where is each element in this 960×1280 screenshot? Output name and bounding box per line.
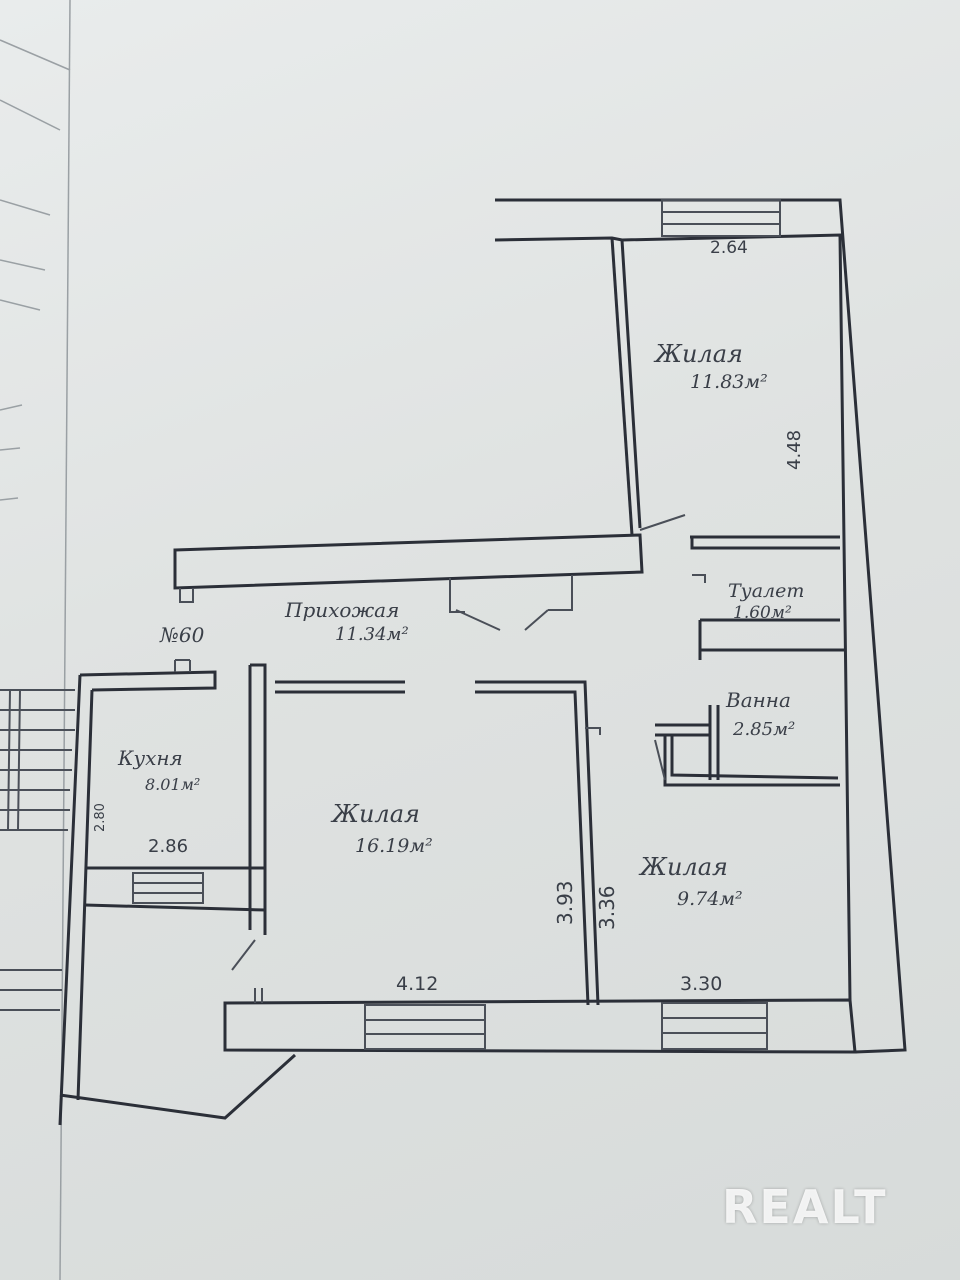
room-area: 2.85м² xyxy=(732,719,795,740)
room-name: Жилая xyxy=(638,853,728,881)
page-edge xyxy=(0,0,71,1280)
room-area: 1.60м² xyxy=(733,603,792,623)
room-living-top: Жилая 11.83м² xyxy=(653,340,768,393)
room-toilet: Туалет 1.60м² xyxy=(728,580,804,623)
dimension-right-room-width: 3.30 xyxy=(680,973,722,995)
room-kitchen: Кухня 8.01м² xyxy=(117,746,200,794)
corridor-wall xyxy=(173,514,840,603)
dimension-center-room-width: 4.12 xyxy=(396,973,438,995)
room-area: 16.19м² xyxy=(355,835,433,857)
room-name: Ванна xyxy=(725,688,791,712)
room-area: 11.83м² xyxy=(690,371,768,393)
dimension-kitchen-depth: 2.80 xyxy=(93,803,108,832)
dimension-top-room-length: 4.48 xyxy=(784,430,805,470)
room-name: Жилая xyxy=(330,800,420,828)
dimension-kitchen-width: 2.86 xyxy=(148,836,188,857)
room-hallway: Прихожая 11.34м² xyxy=(284,598,409,645)
bottom-wall xyxy=(59,988,857,1120)
wet-room-walls xyxy=(654,618,845,787)
room-name: Прихожая xyxy=(284,598,399,622)
dimension-top-room-width: 2.64 xyxy=(710,238,748,258)
room-living-right: Жилая 9.74м² xyxy=(638,853,743,910)
room-name: Жилая xyxy=(653,340,743,368)
room-bath: Ванна 2.85м² xyxy=(725,688,795,740)
dimension-right-room-depth: 3.36 xyxy=(595,885,619,930)
kitchen-walls xyxy=(0,659,267,1126)
room-name: Кухня xyxy=(117,746,183,770)
room-area: 9.74м² xyxy=(677,888,743,910)
dimension-center-room-depth: 3.93 xyxy=(553,880,577,925)
apartment-number: №60 xyxy=(159,623,205,647)
outer-walls xyxy=(494,198,907,1054)
room-name: Туалет xyxy=(728,580,804,602)
inner-walls xyxy=(231,663,601,1006)
room-living-center: Жилая 16.19м² xyxy=(330,800,433,857)
room-area: 11.34м² xyxy=(335,624,409,645)
realt-watermark: REALT xyxy=(722,1180,888,1234)
hallway-doors xyxy=(449,575,573,631)
room-area: 8.01м² xyxy=(145,775,200,794)
